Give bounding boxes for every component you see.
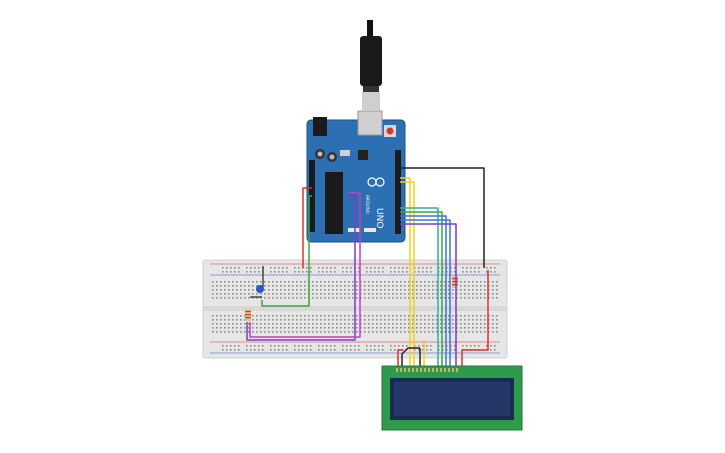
wire-blue [400, 215, 447, 366]
lcd-16x2-display[interactable] [381, 365, 523, 431]
wire-purple [400, 223, 457, 366]
wire-green [261, 195, 312, 307]
arduino-uno-board[interactable]: UNO ARDUINO [306, 110, 406, 243]
board-model-label: UNO [374, 208, 384, 228]
wires[interactable] [246, 167, 489, 366]
resistor-icon[interactable] [245, 309, 251, 321]
lcd-pin-header [396, 368, 458, 372]
lcd-active-area [394, 382, 510, 416]
usb-cable-icon[interactable] [360, 20, 382, 110]
wire-blue [400, 219, 451, 366]
wire-yellow [400, 181, 415, 366]
wire-red [302, 187, 312, 268]
board-brand-label: ARDUINO [365, 195, 370, 214]
wire-green [400, 211, 443, 366]
wire-magenta [249, 192, 361, 338]
reset-button-icon[interactable] [384, 125, 396, 137]
wire-purple [246, 194, 356, 341]
potentiometer-icon[interactable] [250, 266, 264, 298]
power-jack [313, 117, 327, 136]
wire-yellow [400, 177, 411, 366]
arduino-logo-icon [367, 177, 385, 187]
breadboard-holes [212, 267, 498, 351]
wire-teal [400, 207, 439, 366]
wire-black [400, 167, 485, 268]
wire-red [397, 349, 403, 366]
usb-port [357, 110, 383, 136]
atmega-chip [325, 172, 343, 234]
resistor-icon[interactable] [452, 276, 458, 288]
usb-chip [358, 150, 368, 160]
wire-red [461, 270, 489, 366]
digital-header [395, 150, 401, 234]
wire-black [401, 347, 420, 366]
